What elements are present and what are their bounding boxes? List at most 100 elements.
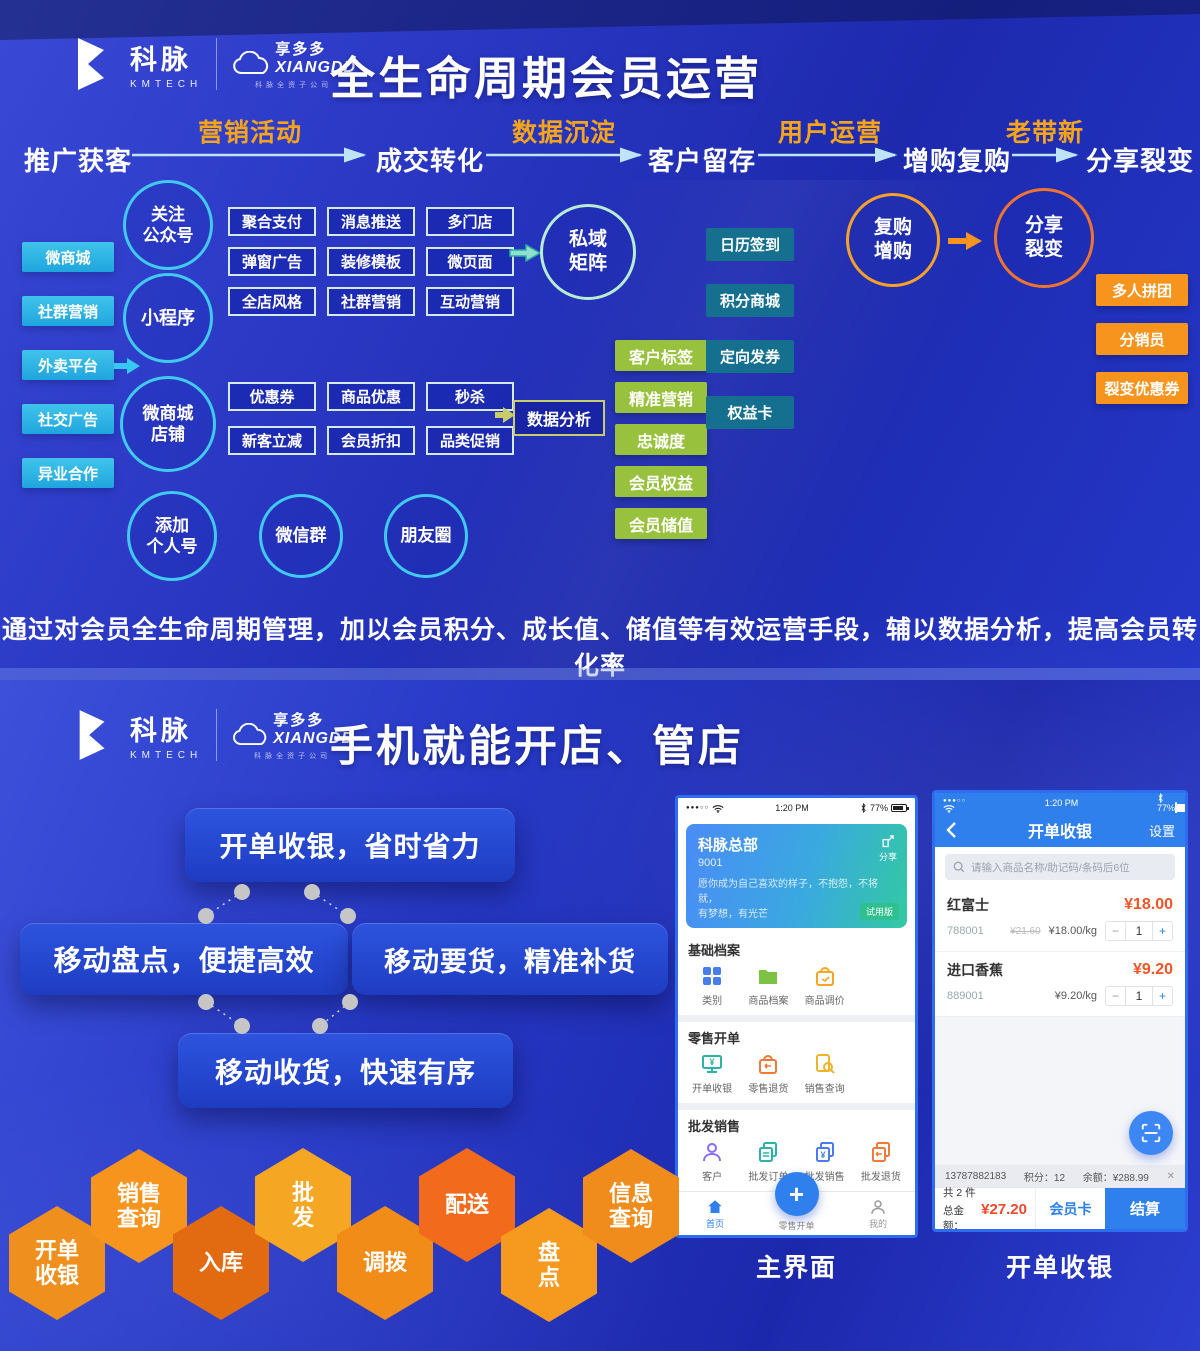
feature-hexagon: 配送 [419,1148,515,1262]
feature-hexagon: 开单 收银 [9,1206,105,1320]
cart-item-2: 进口香蕉 ¥9.20 889001 ¥9.20/kg − 1 + [935,952,1185,1017]
app-price-adjust[interactable]: 商品调价 [797,964,853,1007]
retention-green-box: 会员权益 [615,466,707,497]
phase-marketing: 营销活动 [198,119,303,147]
app-product-archive[interactable]: 商品档案 [740,964,796,1007]
separator [678,1015,915,1022]
store-slogan: 愿你成为自己喜欢的样子，不抱怨，不将就， 有梦想，有光芒 [698,879,878,920]
settings-button[interactable]: 设置 [1148,823,1175,839]
acquisition-channel-box: 微商城 [22,242,114,272]
battery-percent: 77% [869,803,888,813]
retention-teal-list: 日历签到积分商城定向发券权益卡 [706,228,794,429]
wifi-icon [943,804,955,813]
bluetooth-icon [1158,793,1163,803]
app-customers[interactable]: 客户 [684,1140,740,1183]
cloud-icon [233,723,267,745]
section2-title: 手机就能开店、管店 [330,723,744,771]
circle-repurchase: 复购 增购 [846,193,940,287]
logo-divider [216,38,218,90]
brand-name: 科脉 [130,716,192,746]
nav-home[interactable]: 首页 [678,1192,752,1235]
store-code: 9001 [698,857,723,869]
nav-mine[interactable]: 我的 [841,1192,915,1235]
conversion-tool-box: 消息推送 [327,207,415,236]
trial-badge: 试用版 [859,903,899,920]
back-icon[interactable] [945,821,957,839]
item-name: 进口香蕉 [947,962,1003,978]
section-divider-strip [0,668,1200,680]
brand-name-en: KMTECH [130,79,203,90]
partner-name: 享多多 [273,712,325,729]
acquisition-channel-box: 社交广告 [22,404,114,434]
app-retail-return[interactable]: 零售退货 [740,1052,796,1095]
app-billing-cashier[interactable]: ¥ 开单收银 [684,1052,740,1095]
promo-tool-box: 品类促销 [426,426,514,455]
person-icon [871,1199,885,1214]
circle-follow-official-account: 关注 公众号 [123,180,213,270]
conversion-tool-box: 全店风格 [228,287,316,316]
minus-button[interactable]: − [1106,987,1126,1005]
search-input[interactable]: 请输入商品名称/助记码/条码后6位 [945,854,1175,880]
checkout-button[interactable]: 结算 [1105,1188,1185,1229]
brand-logo-2: 科脉 KMTECH 享多多 XIANGDD 科脉全资子公司 [72,708,354,762]
feature-hexagon: 盘 点 [501,1208,597,1322]
docs-yen-icon: ¥ [815,1142,834,1162]
partner-name-en: XIANGDD [273,730,355,747]
share-button[interactable]: 分享 [879,834,897,863]
app-wholesale-sales[interactable]: ¥ 批发销售 [797,1140,853,1183]
status-time: 1:20 PM [775,803,809,813]
phone-main-caption: 主界面 [755,1254,837,1282]
circle-weshop-store: 微商城 店铺 [120,376,216,472]
feature-hexagon: 调拨 [337,1206,433,1320]
callout-connectors [198,884,358,1034]
circle-fission: 分享 裂变 [994,188,1094,288]
arrow-to-data-analysis [495,407,515,423]
phase-referral: 老带新 [1006,119,1085,147]
member-card-button[interactable]: 会员卡 [1035,1188,1105,1229]
app-wholesale-order[interactable]: 批发订单 [740,1140,796,1183]
scan-button[interactable] [1129,1111,1173,1155]
plus-button[interactable]: + [1152,922,1172,940]
close-icon[interactable]: ✕ [1166,1170,1175,1182]
svg-text:¥: ¥ [710,1057,715,1067]
item-code: 889001 [947,990,984,1002]
conversion-tool-box: 社群营销 [327,287,415,316]
retention-green-box: 客户标签 [615,340,707,371]
circle-add-personal-account: 添加 个人号 [127,491,217,581]
callout-billing: 开单收银，省时省力 [185,808,515,882]
retention-green-list: 客户标签精准营销忠诚度会员权益会员储值 [615,340,707,539]
add-order-fab[interactable]: + [774,1172,819,1216]
acquisition-channel-box: 外卖平台 [22,350,114,380]
feature-hexagon: 批 发 [255,1148,351,1262]
circle-moments: 朋友圈 [384,494,468,578]
retention-teal-box: 权益卡 [706,396,794,429]
phone-main-mockup: ●●●○○ 1:20 PM 77% 科脉总部 9001 分享 愿你成为自己喜欢的… [675,795,918,1238]
item-unit-price: ¥9.20/kg [1054,990,1097,1002]
minus-button[interactable]: − [1106,922,1126,940]
app-sales-query[interactable]: 销售查询 [797,1052,853,1095]
retention-teal-box: 定向发券 [706,340,794,373]
separator [678,1103,915,1110]
partner-tagline: 科脉全资子公司 [254,753,332,760]
plus-button[interactable]: + [1152,987,1172,1005]
app-wholesale-return[interactable]: 批发退货 [853,1140,909,1183]
store-card[interactable]: 科脉总部 9001 分享 愿你成为自己喜欢的样子，不抱怨，不将就， 有梦想，有光… [686,824,907,928]
phone-pos-mockup: ●●●○○ 1:20 PM 77% 开单收银 设置 请输入商品名称/助记码/条码… [932,790,1188,1232]
promo-tool-box: 优惠券 [228,382,316,411]
bag-icon [815,967,834,986]
stage-conversion: 成交转化 [376,146,485,176]
stage-acquisition: 推广获客 [24,146,133,176]
pos-title: 开单收银 [1027,824,1092,841]
conversion-tool-box: 聚合支付 [228,207,316,236]
callout-stocktake: 移动盘点，便捷高效 [20,923,348,995]
person-icon [703,1143,722,1162]
feature-hexagon: 销售 查询 [91,1149,187,1263]
battery-icon [890,804,909,812]
app-category[interactable]: 类别 [684,964,740,1007]
brand-name-en: KMTECH [130,750,203,761]
logo-divider [216,709,218,761]
conversion-tool-box: 多门店 [426,207,514,236]
phase-data: 数据沉淀 [512,119,617,147]
signal-dots: ●●●○○ [686,805,710,811]
item-price: ¥18.00 [1124,896,1173,913]
